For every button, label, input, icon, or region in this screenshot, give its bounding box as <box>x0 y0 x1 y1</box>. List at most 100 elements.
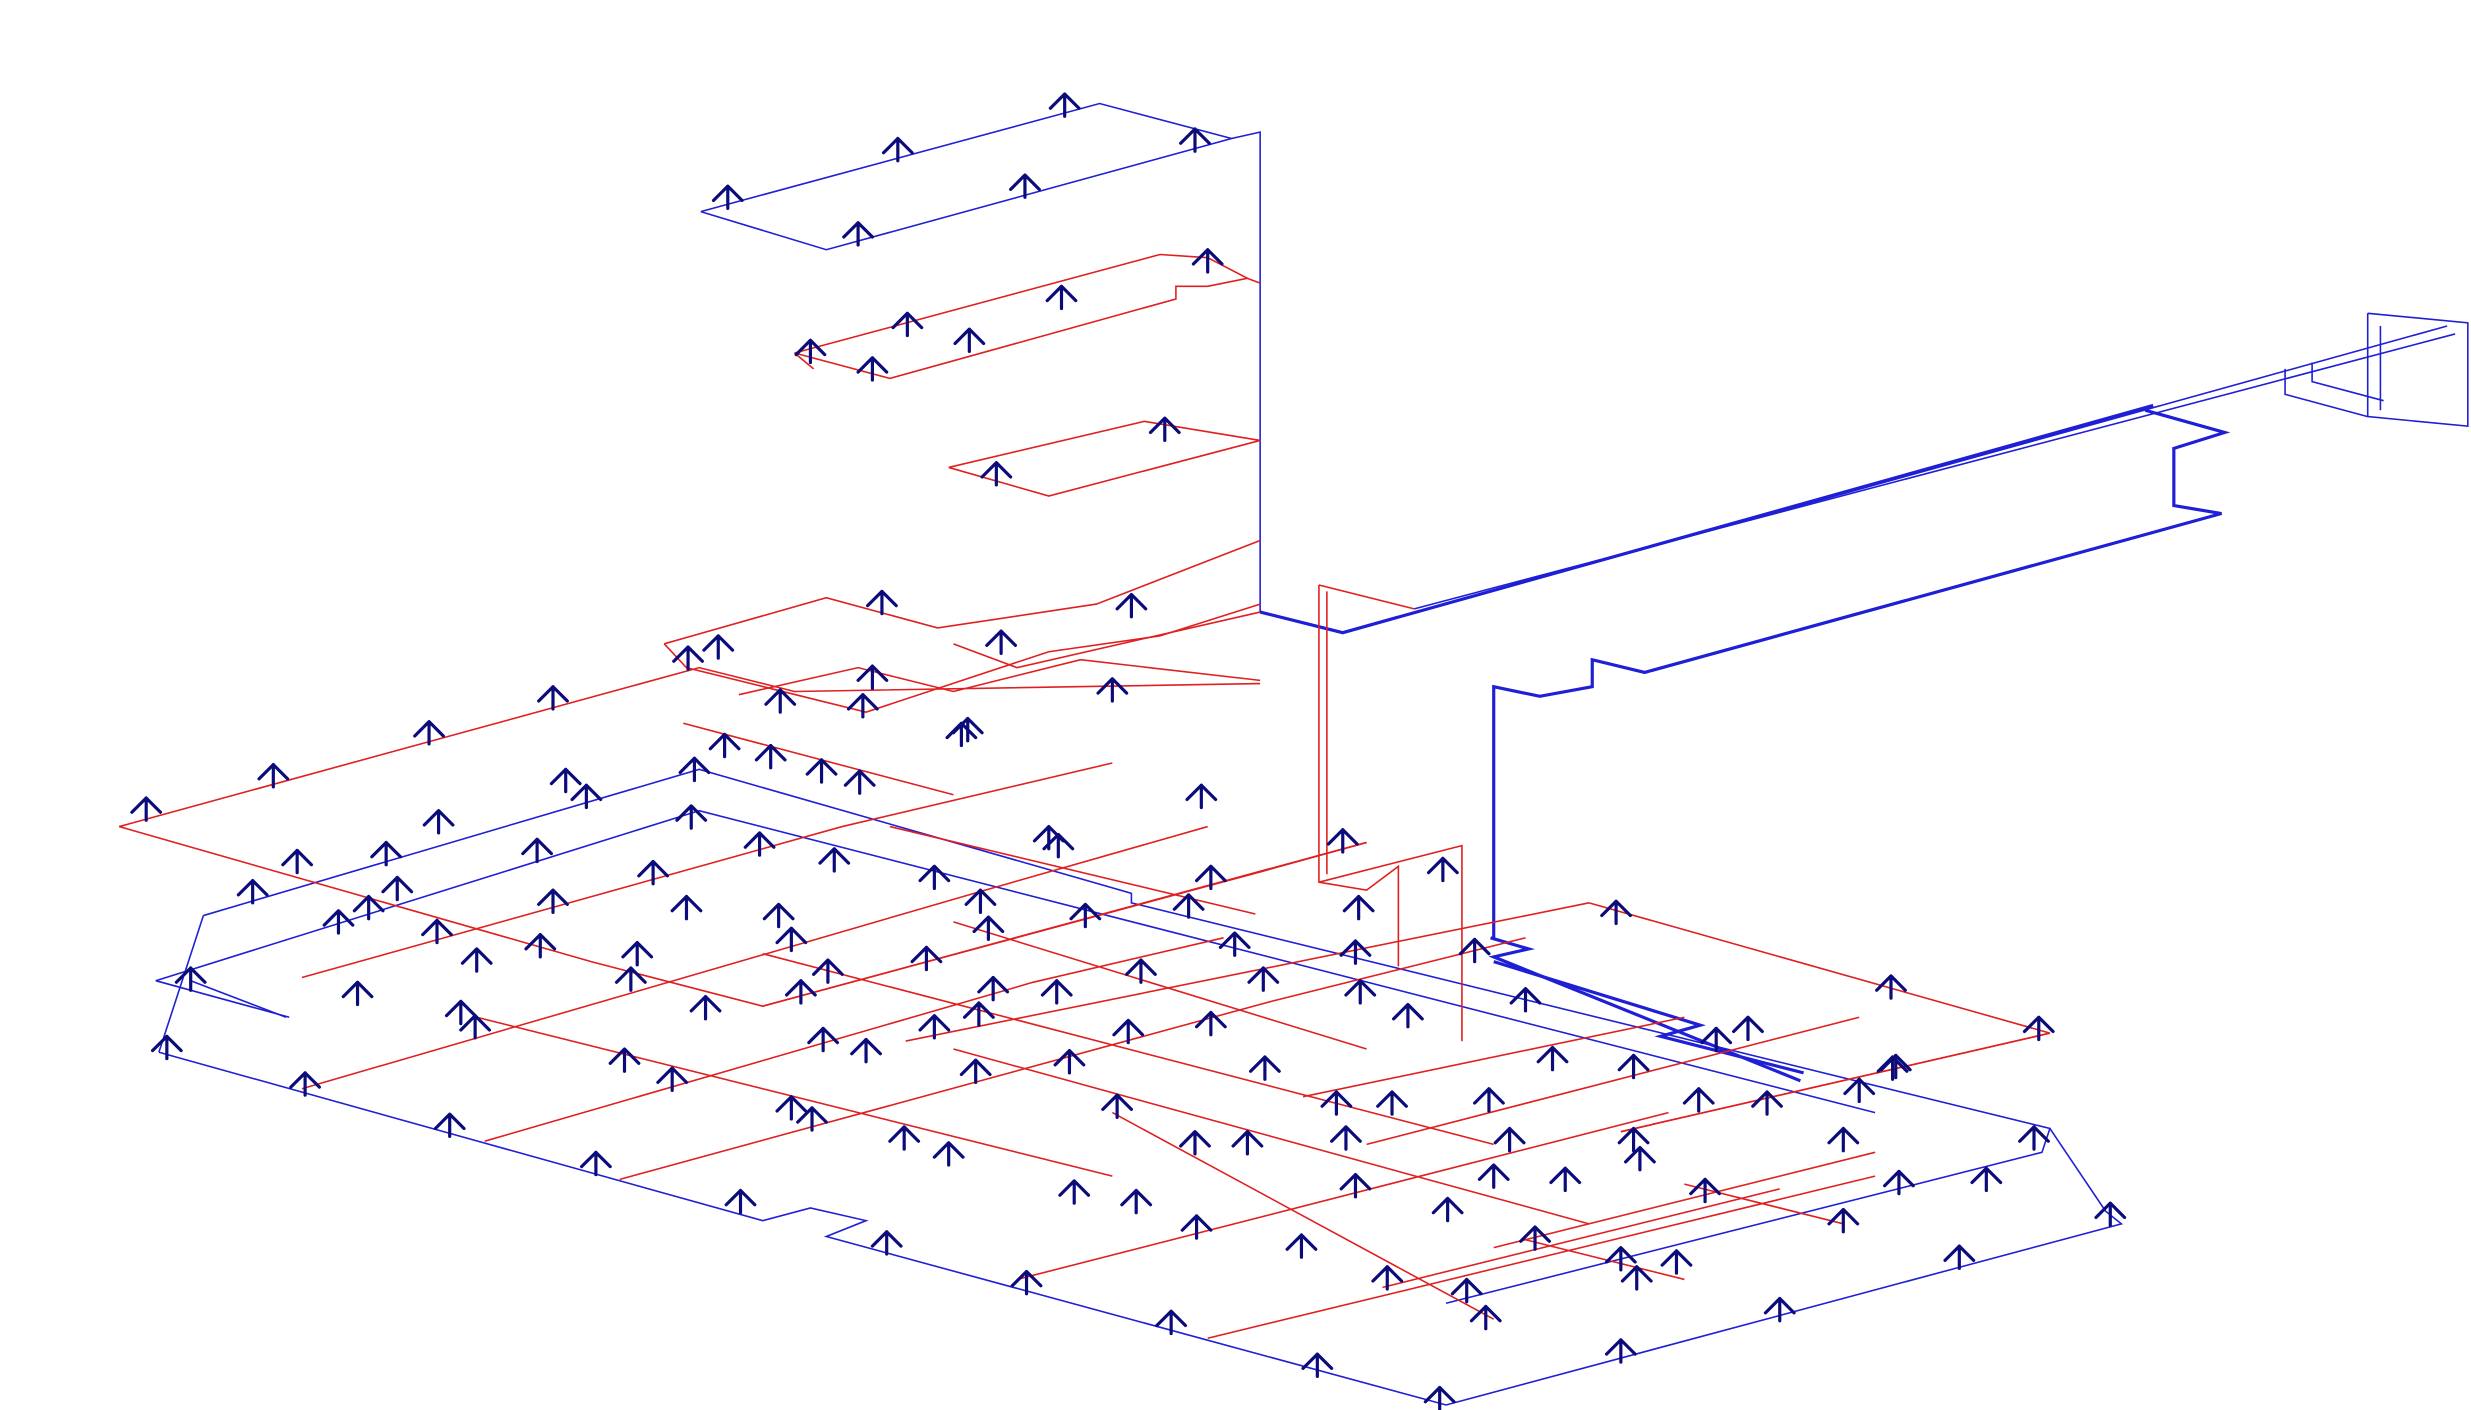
red-pipe-segment <box>1684 1183 1844 1225</box>
upward-arrow-sprinkler-head-icon <box>1376 1090 1408 1116</box>
upward-arrow-sprinkler-head-icon <box>433 1112 466 1139</box>
red-pipe-segment <box>301 825 1208 1090</box>
upward-arrow-sprinkler-head-icon <box>856 356 889 382</box>
sprinkler-head-symbols <box>130 92 2127 1410</box>
upward-arrow-sprinkler-head-icon <box>1301 1352 1334 1378</box>
red-pipe-segment <box>664 539 1261 645</box>
upward-arrow-sprinkler-head-icon <box>964 888 997 914</box>
red-pipe-segment <box>953 1048 1590 1225</box>
upward-arrow-sprinkler-head-icon <box>678 756 711 783</box>
upward-arrow-sprinkler-head-icon <box>1689 1177 1721 1204</box>
red-pipe-network <box>118 253 2051 1340</box>
upward-arrow-sprinkler-head-icon <box>932 1141 965 1167</box>
upward-arrow-sprinkler-head-icon <box>1426 856 1459 883</box>
blue-pipe-segment <box>2366 312 2469 427</box>
upward-arrow-sprinkler-head-icon <box>1045 284 1078 311</box>
upward-arrow-sprinkler-head-icon <box>1732 1015 1764 1042</box>
upward-arrow-sprinkler-head-icon <box>1617 1126 1650 1153</box>
upward-arrow-sprinkler-head-icon <box>1101 1093 1134 1119</box>
upward-arrow-sprinkler-head-icon <box>754 743 787 770</box>
upward-arrow-sprinkler-head-icon <box>1751 1090 1783 1116</box>
upward-arrow-sprinkler-head-icon <box>1326 828 1359 854</box>
upward-arrow-sprinkler-head-icon <box>764 688 797 714</box>
upward-arrow-sprinkler-head-icon <box>1058 1179 1091 1205</box>
blue-pipe-segment <box>1231 131 1261 613</box>
upward-arrow-sprinkler-head-icon <box>1247 966 1280 992</box>
red-pipe-segment <box>1588 902 2051 1133</box>
upward-arrow-sprinkler-head-icon <box>2022 1015 2055 1042</box>
red-pipe-segment <box>1247 277 1261 284</box>
upward-arrow-sprinkler-head-icon <box>422 809 455 835</box>
upward-arrow-sprinkler-head-icon <box>1423 1385 1456 1410</box>
red-pipe-segment <box>1302 1016 1685 1098</box>
red-pipe-segment <box>1016 1111 1669 1281</box>
red-pipe-segment <box>1620 1032 2051 1133</box>
red-pipe-segment <box>905 902 1590 1042</box>
upward-arrow-sprinkler-head-icon <box>1493 1126 1526 1153</box>
upward-arrow-sprinkler-head-icon <box>1875 974 1907 1000</box>
upward-arrow-sprinkler-head-icon <box>959 1058 992 1084</box>
upward-arrow-sprinkler-head-icon <box>1519 1225 1551 1251</box>
upward-arrow-sprinkler-head-icon <box>1120 1188 1153 1215</box>
upward-arrow-sprinkler-head-icon <box>1827 1126 1860 1153</box>
upward-arrow-sprinkler-head-icon <box>1180 1214 1213 1240</box>
upward-arrow-sprinkler-head-icon <box>945 721 978 748</box>
upward-arrow-sprinkler-head-icon <box>1469 1304 1502 1331</box>
blue-pipe-segment <box>1492 408 2231 938</box>
upward-arrow-sprinkler-head-icon <box>570 783 603 810</box>
upward-arrow-sprinkler-head-icon <box>980 461 1013 487</box>
upward-arrow-sprinkler-head-icon <box>2094 1201 2127 1228</box>
red-pipe-segment <box>1207 1175 1876 1340</box>
red-pipe-segment <box>948 420 1261 497</box>
upward-arrow-sprinkler-head-icon <box>1450 1277 1483 1304</box>
upward-arrow-sprinkler-head-icon <box>881 136 914 163</box>
upward-arrow-sprinkler-head-icon <box>549 767 582 794</box>
upward-arrow-sprinkler-head-icon <box>2018 1125 2050 1151</box>
upward-arrow-sprinkler-head-icon <box>236 879 269 905</box>
upward-arrow-sprinkler-head-icon <box>818 847 851 873</box>
upward-arrow-sprinkler-head-icon <box>953 327 986 354</box>
upward-arrow-sprinkler-head-icon <box>675 804 708 830</box>
upward-arrow-sprinkler-head-icon <box>856 664 889 690</box>
upward-arrow-sprinkler-head-icon <box>656 1066 689 1092</box>
red-pipe-segment <box>1366 1016 1860 1146</box>
upward-arrow-sprinkler-head-icon <box>962 1001 995 1027</box>
upward-arrow-sprinkler-head-icon <box>850 1037 882 1064</box>
blue-pipe-network <box>155 102 2469 1406</box>
red-pipe-segment <box>794 352 815 370</box>
upward-arrow-sprinkler-head-icon <box>784 979 817 1005</box>
upward-arrow-sprinkler-head-icon <box>1473 1087 1505 1113</box>
upward-arrow-sprinkler-head-icon <box>866 589 898 616</box>
blue-pipe-segment <box>158 915 205 1053</box>
upward-arrow-sprinkler-head-icon <box>537 685 569 711</box>
upward-arrow-sprinkler-head-icon <box>381 875 414 902</box>
upward-arrow-sprinkler-head-icon <box>1879 1053 1912 1080</box>
blue-pipe-segment <box>1414 333 2456 610</box>
upward-arrow-sprinkler-head-icon <box>257 763 290 789</box>
upward-arrow-sprinkler-head-icon <box>1191 248 1224 274</box>
upward-arrow-sprinkler-head-icon <box>1660 1249 1693 1275</box>
upward-arrow-sprinkler-head-icon <box>775 926 808 953</box>
upward-arrow-sprinkler-head-icon <box>711 184 744 211</box>
upward-arrow-sprinkler-head-icon <box>1194 1010 1227 1037</box>
red-pipe-segment <box>301 762 1113 979</box>
upward-arrow-sprinkler-head-icon <box>1009 173 1041 199</box>
upward-arrow-sprinkler-head-icon <box>1185 783 1218 810</box>
upward-arrow-sprinkler-head-icon <box>891 311 924 338</box>
upward-arrow-sprinkler-head-icon <box>702 634 735 660</box>
upward-arrow-sprinkler-head-icon <box>1843 1077 1876 1104</box>
upward-arrow-sprinkler-head-icon <box>1172 893 1205 919</box>
upward-arrow-sprinkler-head-icon <box>1218 931 1251 957</box>
upward-arrow-sprinkler-head-icon <box>1344 979 1377 1005</box>
upward-arrow-sprinkler-head-icon <box>918 1014 951 1040</box>
upward-arrow-sprinkler-head-icon <box>524 933 557 959</box>
red-pipe-segment <box>1525 1238 1685 1281</box>
red-pipe-segment <box>794 253 1250 380</box>
upward-arrow-sprinkler-head-icon <box>1682 1087 1715 1113</box>
upward-arrow-sprinkler-head-icon <box>174 966 207 992</box>
upward-arrow-sprinkler-head-icon <box>972 915 1005 941</box>
upward-arrow-sprinkler-head-icon <box>1148 416 1181 443</box>
upward-arrow-sprinkler-head-icon <box>796 1106 828 1132</box>
